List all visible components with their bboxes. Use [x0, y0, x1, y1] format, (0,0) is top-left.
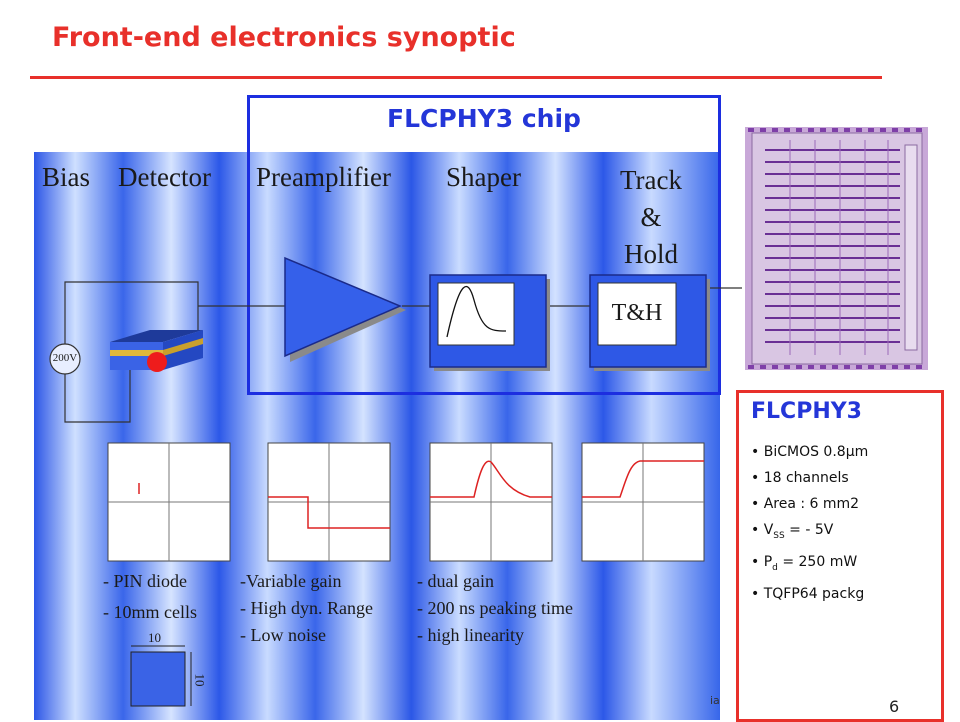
- shaper-description: - dual gain - 200 ns peaking time - high…: [417, 568, 573, 649]
- header-detector: Detector: [118, 162, 211, 192]
- hold-line: Hold: [624, 239, 678, 269]
- spec-panel: FLCPHY3 BiCMOS 0.8µm 18 channels Area : …: [736, 390, 944, 722]
- chip-boundary: [247, 95, 721, 395]
- spec-item: Area : 6 mm2: [751, 491, 868, 517]
- header-track-hold: Track & Hold: [596, 162, 706, 273]
- bias-source-icon: [49, 343, 81, 375]
- header-preamplifier: Preamplifier: [256, 162, 391, 192]
- spec-item: TQFP64 packg: [751, 581, 868, 607]
- graph-track-hold: [581, 442, 705, 562]
- chip-layout-image: [745, 127, 928, 370]
- bias-voltage-label: 200V: [52, 352, 78, 364]
- chip-title: FLCPHY3 chip: [387, 104, 581, 133]
- preamp-desc-line: -Variable gain: [240, 571, 342, 591]
- preamplifier-description: -Variable gain - High dyn. Range - Low n…: [240, 568, 373, 649]
- title-underline: [30, 76, 882, 79]
- detector-description: - PIN diode - 10mm cells: [103, 568, 197, 626]
- track-hold-icon: [589, 274, 710, 371]
- graph-shaper: [429, 442, 553, 562]
- cell-width-label: 10: [148, 630, 161, 645]
- page-number: 6: [889, 697, 900, 716]
- spec-item: VSS = - 5V: [751, 517, 868, 549]
- bias-wire-bottom: [64, 370, 131, 423]
- track-hold-label: T&H: [611, 300, 663, 326]
- detector-icon: [110, 330, 203, 372]
- detector-desc-line: - PIN diode: [103, 571, 187, 591]
- spec-title: FLCPHY3: [751, 399, 862, 424]
- preamp-desc-line: - High dyn. Range: [240, 598, 373, 618]
- shaper-icon: [429, 274, 550, 371]
- shaper-desc-line: - high linearity: [417, 625, 524, 645]
- spec-item: Pd = 250 mW: [751, 549, 868, 581]
- detector-desc-line: - 10mm cells: [103, 602, 197, 622]
- preamp-desc-line: - Low noise: [240, 625, 326, 645]
- graph-detector: [107, 442, 231, 562]
- header-bias: Bias: [42, 162, 91, 192]
- track-line: Track: [619, 165, 682, 195]
- header-shaper: Shaper: [446, 162, 521, 192]
- slide-title: Front-end electronics synoptic: [52, 22, 516, 53]
- preamplifier-icon: [284, 256, 406, 362]
- diagram-background: [34, 152, 720, 720]
- footer-fragment: ia: [710, 694, 720, 707]
- graph-preamplifier: [267, 442, 391, 562]
- cell-height-label: 10: [192, 673, 208, 687]
- shaper-desc-line: - 200 ns peaking time: [417, 598, 573, 618]
- spec-list: BiCMOS 0.8µm 18 channels Area : 6 mm2 VS…: [751, 439, 869, 607]
- shaper-desc-line: - dual gain: [417, 571, 494, 591]
- ampersand-line: &: [640, 202, 662, 232]
- cell-square-icon: [130, 645, 192, 707]
- spec-item: BiCMOS 0.8µm: [751, 439, 869, 465]
- spec-item: 18 channels: [751, 465, 868, 491]
